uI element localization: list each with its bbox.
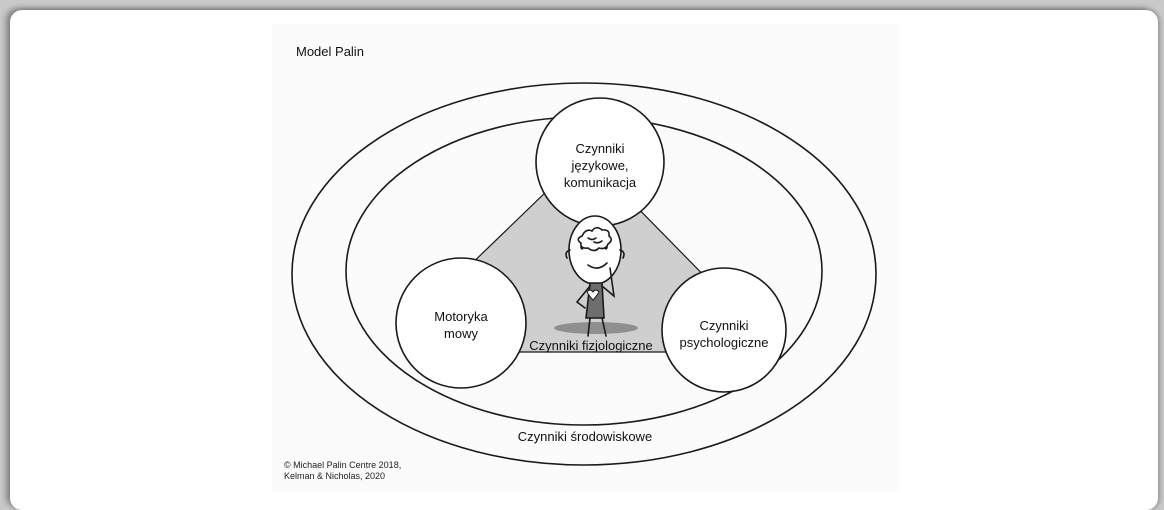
diagram-title: Model Palin bbox=[296, 44, 364, 59]
credit-line-1: © Michael Palin Centre 2018, bbox=[284, 460, 402, 470]
psych-node-circle bbox=[661, 267, 787, 393]
psych-node-label: Czynniki psychologiczne bbox=[664, 317, 784, 351]
physiological-label: Czynniki fizjologiczne bbox=[529, 338, 653, 353]
language-line-3: komunikacja bbox=[563, 175, 637, 190]
language-line-2: językowe, bbox=[571, 158, 629, 173]
thinking-figure-icon bbox=[554, 215, 638, 337]
psych-line-1: Czynniki bbox=[699, 318, 749, 333]
environment-label: Czynniki środowiskowe bbox=[517, 429, 653, 444]
language-line-1: Czynniki bbox=[575, 141, 625, 156]
palin-model-diagram bbox=[291, 82, 877, 466]
psych-line-2: psychologiczne bbox=[679, 335, 769, 350]
language-node-label: Czynniki językowe, komunikacja bbox=[540, 140, 660, 191]
credit-line-2: Kelman & Nicholas, 2020 bbox=[284, 471, 386, 481]
motor-line-2: mowy bbox=[444, 326, 478, 341]
motor-line-1: Motoryka bbox=[434, 309, 488, 324]
copyright-credit: © Michael Palin Centre 2018, Kelman & Ni… bbox=[284, 460, 401, 482]
outer-ellipse bbox=[291, 82, 877, 466]
motor-node-label: Motoryka mowy bbox=[401, 308, 521, 342]
motor-node-circle bbox=[395, 257, 527, 389]
